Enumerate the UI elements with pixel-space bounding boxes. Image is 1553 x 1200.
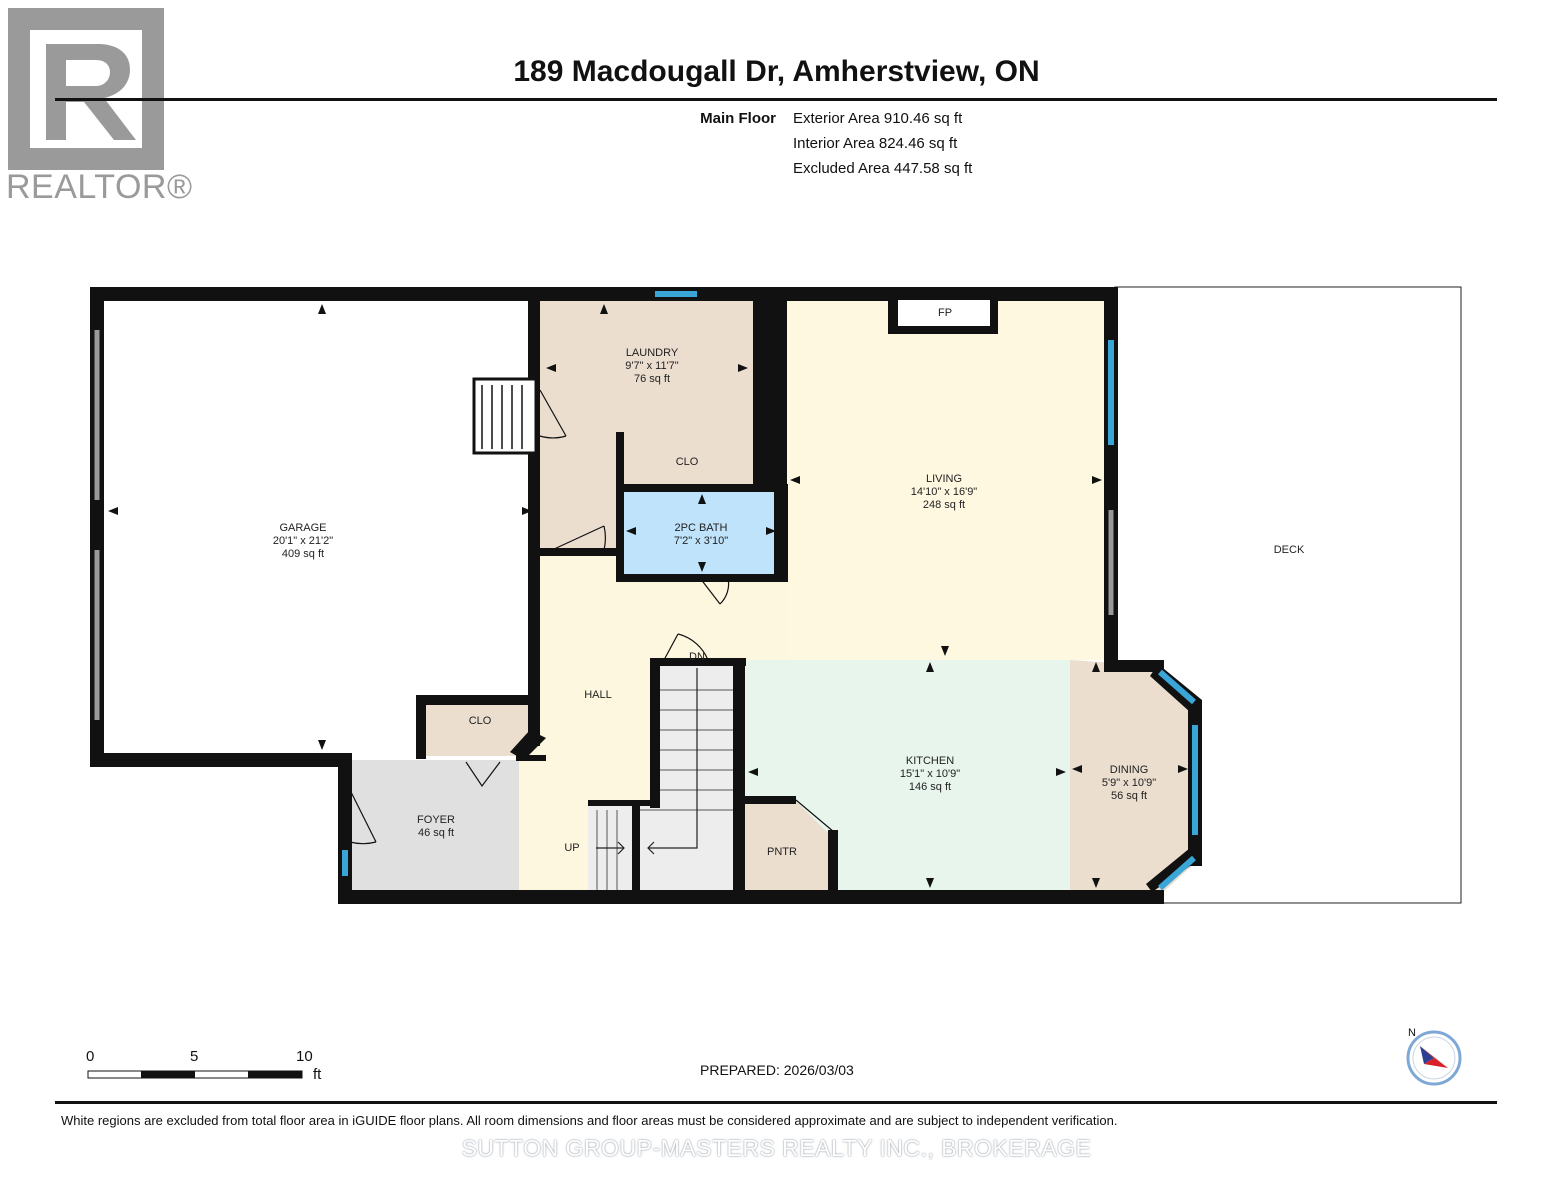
stairs-down-area [658, 665, 738, 895]
living-dims: 14'10" x 16'9" [911, 486, 978, 498]
garage-name: GARAGE [279, 522, 326, 534]
brokerage-watermark: SUTTON GROUP-MASTERS REALTY INC., BROKER… [461, 1135, 1092, 1161]
exterior-area: Exterior Area 910.46 sq ft [793, 110, 963, 127]
laundry-name: LAUNDRY [626, 347, 679, 359]
dimension-arrows [108, 304, 1188, 888]
garage-area-label: 409 sq ft [282, 548, 324, 560]
compass-north-label: N [1408, 1027, 1416, 1039]
realtor-logo [8, 8, 164, 170]
garage-area [98, 294, 540, 760]
closet-upper-area [620, 436, 754, 488]
fireplace-name: FP [938, 307, 952, 319]
closet-lower-area [421, 700, 540, 756]
dining-name: DINING [1110, 764, 1149, 776]
header-rule [55, 98, 1497, 101]
closet-upper-name: CLO [676, 456, 699, 468]
deck-name: DECK [1274, 544, 1305, 556]
kitchen-name: KITCHEN [906, 755, 954, 767]
bath-name: 2PC BATH [675, 522, 728, 534]
living-name: LIVING [926, 473, 962, 485]
closet-lower-name: CLO [469, 715, 492, 727]
prepared-date: PREPARED: 2026/03/03 [700, 1062, 854, 1078]
garage-dims: 20'1" x 21'2" [273, 535, 333, 547]
dining-area-label: 56 sq ft [1111, 790, 1147, 802]
garage-steps [472, 377, 538, 455]
footer-disclaimer: White regions are excluded from total fl… [61, 1113, 1118, 1128]
foyer-area-label: 46 sq ft [418, 827, 454, 839]
doors [349, 389, 835, 845]
dining-area [1070, 660, 1196, 895]
scale-tick-10: 10 [296, 1048, 313, 1065]
excluded-area: Excluded Area 447.58 sq ft [793, 160, 973, 177]
scale-unit: ft [313, 1066, 322, 1083]
interior-area: Interior Area 824.46 sq ft [793, 135, 958, 152]
bath-dims: 7'2" x 3'10" [674, 535, 728, 547]
fireplace [898, 300, 990, 326]
stairs-down-label: DN [689, 651, 705, 663]
footer-rule [55, 1101, 1497, 1104]
stairs-up-label: UP [564, 842, 579, 854]
scale-bar [87, 1070, 303, 1079]
pantry-area [745, 800, 835, 895]
laundry-dims: 9'7" x 11'7" [625, 360, 678, 372]
windows [342, 291, 1198, 891]
foyer-area [345, 760, 519, 895]
scale-tick-0: 0 [86, 1048, 95, 1065]
page-title: 189 Macdougall Dr, Amherstview, ON [513, 55, 1040, 88]
foyer-name: FOYER [417, 814, 455, 826]
laundry-area-label: 76 sq ft [634, 373, 670, 385]
living-area [786, 294, 1110, 660]
compass-icon: N [1406, 1027, 1462, 1086]
kitchen-area-label: 146 sq ft [909, 781, 951, 793]
scale-tick-5: 5 [190, 1048, 199, 1065]
realtor-logo-text: REALTOR® [6, 168, 193, 206]
kitchen-dims: 15'1" x 10'9" [900, 768, 960, 780]
hall-name: HALL [584, 689, 612, 701]
living-area-label: 248 sq ft [923, 499, 965, 511]
floor-label: Main Floor [700, 110, 776, 127]
pantry-name: PNTR [767, 846, 797, 858]
dining-dims: 5'9" x 10'9" [1102, 777, 1156, 789]
